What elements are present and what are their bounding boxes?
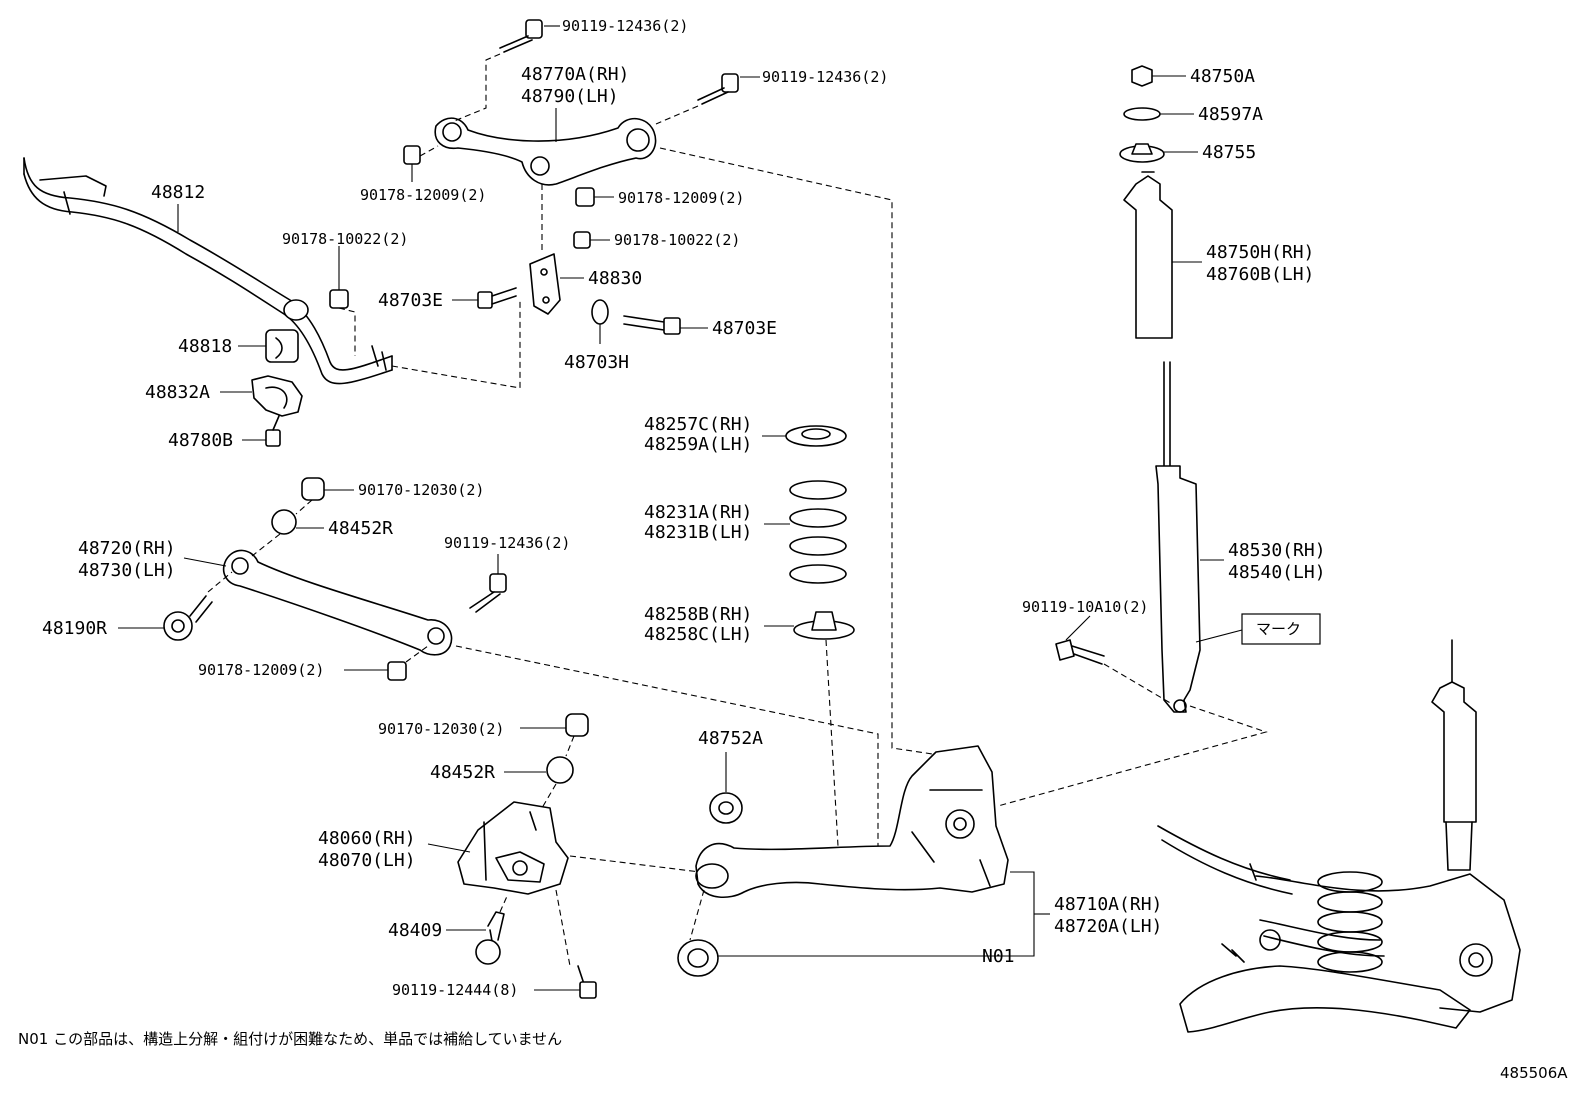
label-90170-12030-top: 90170-12030(2) xyxy=(358,481,484,499)
stabilizer-bar-48812[interactable] xyxy=(23,157,393,385)
label-48060-rh: 48060(RH) xyxy=(318,828,416,849)
label-48755: 48755 xyxy=(1202,142,1256,163)
nut-90178-12009-right[interactable] xyxy=(575,187,595,207)
bolt-90119-12444[interactable] xyxy=(577,965,597,999)
cushion-48755[interactable] xyxy=(1119,143,1165,163)
nut-90178-12009-bottom[interactable] xyxy=(387,661,407,681)
bolt-90119-12436-right[interactable] xyxy=(697,73,739,105)
label-48257c-rh: 48257C(RH) xyxy=(644,414,752,435)
label-90119-10a10: 90119-10A10(2) xyxy=(1022,598,1148,616)
washer-48597a[interactable] xyxy=(1123,107,1161,121)
label-48812: 48812 xyxy=(151,182,205,203)
label-90119-12444: 90119-12444(8) xyxy=(392,981,518,999)
label-48231a-rh: 48231A(RH) xyxy=(644,502,752,523)
label-48703e-left: 48703E xyxy=(378,290,443,311)
label-48703h: 48703H xyxy=(564,352,629,373)
bolt-48703e-left[interactable] xyxy=(477,287,517,309)
label-48750a: 48750A xyxy=(1190,66,1255,87)
label-48760b-lh: 48760B(LH) xyxy=(1206,264,1314,285)
label-48231b-lh: 48231B(LH) xyxy=(644,522,752,543)
label-48720-rh: 48720(RH) xyxy=(78,538,176,559)
label-48818: 48818 xyxy=(178,336,232,357)
label-48730-lh: 48730(LH) xyxy=(78,560,176,581)
label-48258b-rh: 48258B(RH) xyxy=(644,604,752,625)
nut-48750a[interactable] xyxy=(1131,65,1153,87)
link-48830[interactable] xyxy=(529,253,561,315)
washer-48703h[interactable] xyxy=(591,299,609,325)
lower-arm-knuckle-48710a[interactable] xyxy=(695,745,1009,899)
diagram-id: 485506A xyxy=(1500,1064,1568,1082)
label-48452r-bottom: 48452R xyxy=(430,762,495,783)
bushing-48818[interactable] xyxy=(265,329,299,363)
cam-48452r-bottom[interactable] xyxy=(546,756,574,784)
shock-absorber-48530[interactable] xyxy=(1155,361,1201,713)
coil-spring-48231a[interactable] xyxy=(789,480,847,584)
lower-arm-48720[interactable] xyxy=(222,549,453,656)
bracket-48832a[interactable] xyxy=(251,375,303,417)
label-48830: 48830 xyxy=(588,268,642,289)
bracket-48060[interactable] xyxy=(457,801,569,895)
bushing-n01[interactable] xyxy=(677,939,719,977)
bolt-48780b[interactable] xyxy=(265,415,281,447)
label-48070-lh: 48070(LH) xyxy=(318,850,416,871)
bolt-90119-12436-top[interactable] xyxy=(499,19,543,53)
label-48790-lh: 48790(LH) xyxy=(521,86,619,107)
label-48752a: 48752A xyxy=(698,728,763,749)
bushing-48752a[interactable] xyxy=(709,792,743,824)
cam-48452r-top[interactable] xyxy=(271,509,297,535)
label-48530-rh: 48530(RH) xyxy=(1228,540,1326,561)
label-48710a-rh: 48710A(RH) xyxy=(1054,894,1162,915)
spring-seat-upper-48257c[interactable] xyxy=(785,425,847,447)
label-48703e-right: 48703E xyxy=(712,318,777,339)
label-48780b: 48780B xyxy=(168,430,233,451)
label-90178-12009-bottom: 90178-12009(2) xyxy=(198,661,324,679)
label-48750h-rh: 48750H(RH) xyxy=(1206,242,1314,263)
bolt-90119-12436-mid[interactable] xyxy=(469,573,507,613)
nut-90178-12009-left[interactable] xyxy=(403,145,421,165)
label-90119-12436-right: 90119-12436(2) xyxy=(762,68,888,86)
nut-90170-12030-top[interactable] xyxy=(301,477,325,501)
footnote-n01: N01 この部品は、構造上分解・組付けが困難なため、単品では補給していません xyxy=(18,1030,562,1048)
label-90170-12030-bottom: 90170-12030(2) xyxy=(378,720,504,738)
nut-90178-10022-right[interactable] xyxy=(573,231,591,249)
label-48190r: 48190R xyxy=(42,618,107,639)
label-48259a-lh: 48259A(LH) xyxy=(644,434,752,455)
bolt-90119-10a10[interactable] xyxy=(1055,639,1105,665)
label-n01: N01 xyxy=(982,946,1015,967)
label-90178-12009-left: 90178-12009(2) xyxy=(360,186,486,204)
label-48720a-lh: 48720A(LH) xyxy=(1054,916,1162,937)
bolt-48703e-right[interactable] xyxy=(623,315,681,335)
assembled-suspension-view xyxy=(1157,639,1521,1033)
label-90178-10022-left: 90178-10022(2) xyxy=(282,230,408,248)
label-90119-12436-top: 90119-12436(2) xyxy=(562,17,688,35)
mark-box xyxy=(1241,613,1321,645)
label-48832a: 48832A xyxy=(145,382,210,403)
label-48409: 48409 xyxy=(388,920,442,941)
bumper-48750h[interactable] xyxy=(1123,171,1173,339)
label-48597a: 48597A xyxy=(1198,104,1263,125)
nut-90178-10022-left[interactable] xyxy=(329,289,349,309)
label-48540-lh: 48540(LH) xyxy=(1228,562,1326,583)
bolt-48409[interactable] xyxy=(475,911,505,965)
label-90119-12436-mid: 90119-12436(2) xyxy=(444,534,570,552)
upper-arm-48770a[interactable] xyxy=(434,117,657,186)
nut-90170-12030-bottom[interactable] xyxy=(565,713,589,737)
label-48770a-rh: 48770A(RH) xyxy=(521,64,629,85)
label-90178-12009-right: 90178-12009(2) xyxy=(618,189,744,207)
label-48258c-lh: 48258C(LH) xyxy=(644,624,752,645)
label-48452r-top: 48452R xyxy=(328,518,393,539)
cam-bolt-48190r[interactable] xyxy=(163,595,213,641)
spring-seat-lower-48258b[interactable] xyxy=(793,611,855,640)
label-mark: マーク xyxy=(1256,620,1301,638)
label-90178-10022-right: 90178-10022(2) xyxy=(614,231,740,249)
